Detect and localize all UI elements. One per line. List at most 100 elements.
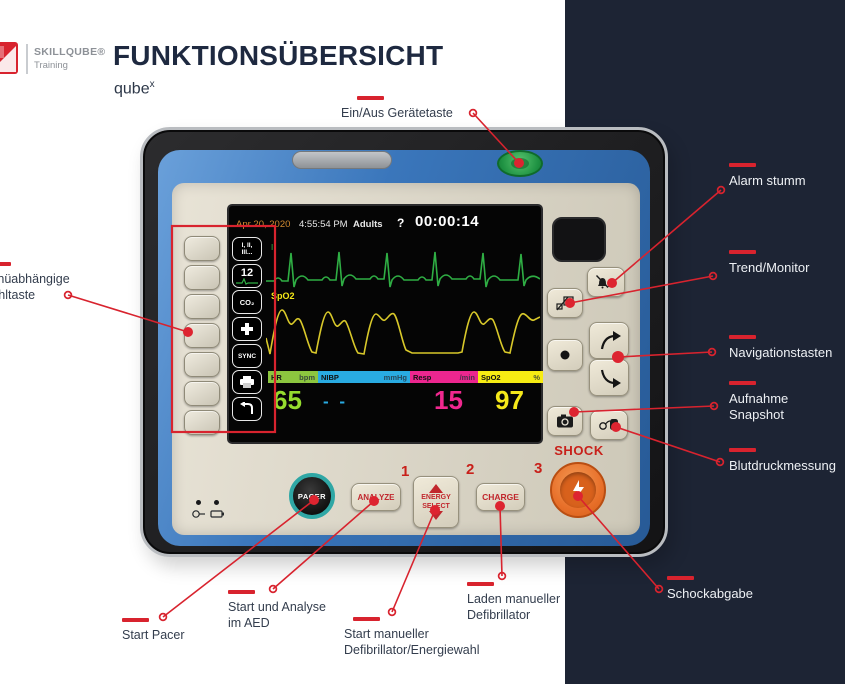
callout-label-charge-2: Defibrillator <box>467 607 531 622</box>
energy-label-1: ENERGY <box>421 494 451 501</box>
callout-tick <box>353 617 380 621</box>
hr-label: HR <box>271 372 282 382</box>
nibp-label: NIBP <box>321 372 339 382</box>
shock-button[interactable] <box>550 462 606 518</box>
softkey-button-1[interactable] <box>184 236 220 261</box>
callout-tick <box>122 618 149 622</box>
product-name: qubex <box>114 79 155 98</box>
resp-unit: /min <box>459 372 475 382</box>
softkey-button-2[interactable] <box>184 265 220 290</box>
alarm-mute-button[interactable] <box>587 267 625 297</box>
vital-spo2-header: SpO2 % <box>478 371 543 383</box>
nav-down-arrow-icon <box>600 369 621 388</box>
screen-key-back[interactable] <box>232 397 262 421</box>
sync-label: SYNC <box>237 352 257 360</box>
nibp-button[interactable] <box>590 410 628 440</box>
softkey-button-6[interactable] <box>184 381 220 406</box>
softkey-button-3[interactable] <box>184 294 220 319</box>
trend-monitor-icon <box>556 295 574 310</box>
co2-label: CO₂ <box>239 297 255 307</box>
softkey-button-5[interactable] <box>184 352 220 377</box>
select-dot-icon <box>560 350 570 360</box>
spo2-unit: % <box>533 372 540 382</box>
callout-trend: Trend/Monitor <box>729 250 809 276</box>
callout-energy: Start manueller Defibrillator/Energiewah… <box>344 617 479 658</box>
energy-up-arrow-icon <box>429 484 443 493</box>
callout-label-charge-1: Laden manueller <box>467 592 561 606</box>
ac-plug-icon <box>192 510 205 518</box>
energy-down-arrow-icon <box>429 511 443 520</box>
resp-value: 15 <box>434 385 463 415</box>
screen-timer: 00:00:14 <box>415 213 480 230</box>
brand-subtitle: Training <box>34 60 68 71</box>
softkey-button-4[interactable] <box>184 323 220 348</box>
alarm-bell-icon <box>595 275 616 289</box>
screen-time: 4:55:54 PM <box>299 219 348 230</box>
camera-icon <box>557 414 573 428</box>
callout-snapshot: Aufnahme Snapshot <box>729 381 788 423</box>
softkey-button-7[interactable] <box>184 410 220 435</box>
product-text: qube <box>114 80 150 98</box>
screen-key-12-lead[interactable]: 12 <box>232 264 262 288</box>
hr-value: 65 <box>273 385 302 415</box>
twelve-label: 12 <box>240 266 254 279</box>
callout-label-nav: Navigationstasten <box>729 345 833 360</box>
nav-down-button[interactable] <box>589 359 629 396</box>
callout-tick <box>0 262 11 266</box>
power-button[interactable] <box>497 150 543 177</box>
power-button-center <box>511 158 529 169</box>
product-sup: x <box>149 79 155 90</box>
screen-key-co2[interactable]: CO₂ <box>232 290 262 314</box>
callout-charge: Laden manueller Defibrillator <box>467 582 560 623</box>
nav-up-arrow-icon <box>600 330 621 349</box>
brand-name: SKILLQUBE® <box>34 46 106 58</box>
callout-label-power: Ein/Aus Gerätetaste <box>341 106 453 120</box>
energy-select-button[interactable]: ENERGY SELECT <box>413 476 459 528</box>
callout-tick <box>729 163 756 167</box>
callout-label-analyze-2: im AED <box>228 615 270 630</box>
screen-key-treatment[interactable] <box>232 317 262 341</box>
spo2-waveform <box>266 309 540 355</box>
callout-tick <box>667 576 694 580</box>
trend-monitor-button[interactable] <box>547 288 583 318</box>
screen-key-print[interactable] <box>232 370 262 394</box>
callout-label-pacer: Start Pacer <box>122 628 185 642</box>
callout-tick <box>729 250 756 254</box>
callout-power: Ein/Aus Gerätetaste <box>341 96 453 122</box>
lightning-bolt-icon <box>573 480 584 500</box>
hr-unit: bpm <box>299 372 315 382</box>
skillqube-logo-icon <box>0 42 18 74</box>
callout-tick <box>729 335 756 339</box>
callout-label-snapshot-1: Aufnahme <box>729 391 789 406</box>
snapshot-button[interactable] <box>547 406 583 436</box>
callout-label-energy-2: Defibrillator/Energiewahl <box>344 642 480 657</box>
spo2-label: SpO2 <box>481 372 501 382</box>
nav-up-button[interactable] <box>589 322 629 359</box>
leads-label-1: I, II, <box>241 242 253 249</box>
callout-tick <box>729 448 756 452</box>
callout-label-energy-1: Start manueller <box>344 627 429 641</box>
pacer-button[interactable]: PACER <box>289 473 335 519</box>
pacer-button-label: PACER <box>297 491 327 501</box>
callout-nav: Navigationstasten <box>729 335 832 361</box>
nibp-unit: mmHg <box>383 372 407 382</box>
vital-resp-header: Resp /min <box>410 371 478 383</box>
printer-icon <box>240 376 254 388</box>
charge-button-label: CHARGE <box>482 492 519 502</box>
device-handle[interactable] <box>292 151 392 169</box>
select-button[interactable] <box>547 339 583 371</box>
screen-key-sync[interactable]: SYNC <box>232 344 262 368</box>
step-number-1: 1 <box>401 463 410 480</box>
callout-label-nibp: Blutdruckmessung <box>729 458 836 473</box>
analyze-button[interactable]: ANALYZE <box>351 483 401 511</box>
nibp-value: - - <box>323 392 349 411</box>
screen-patient-mode: Adults <box>353 219 383 230</box>
vital-hr-header: HR bpm <box>268 371 318 383</box>
power-led <box>196 500 201 505</box>
screen-key-leads[interactable]: I, II, III... <box>232 237 262 261</box>
cross-icon <box>241 323 253 335</box>
spo2-value: 97 <box>495 385 524 415</box>
charge-button[interactable]: CHARGE <box>476 483 525 511</box>
callout-pacer: Start Pacer <box>122 618 185 644</box>
